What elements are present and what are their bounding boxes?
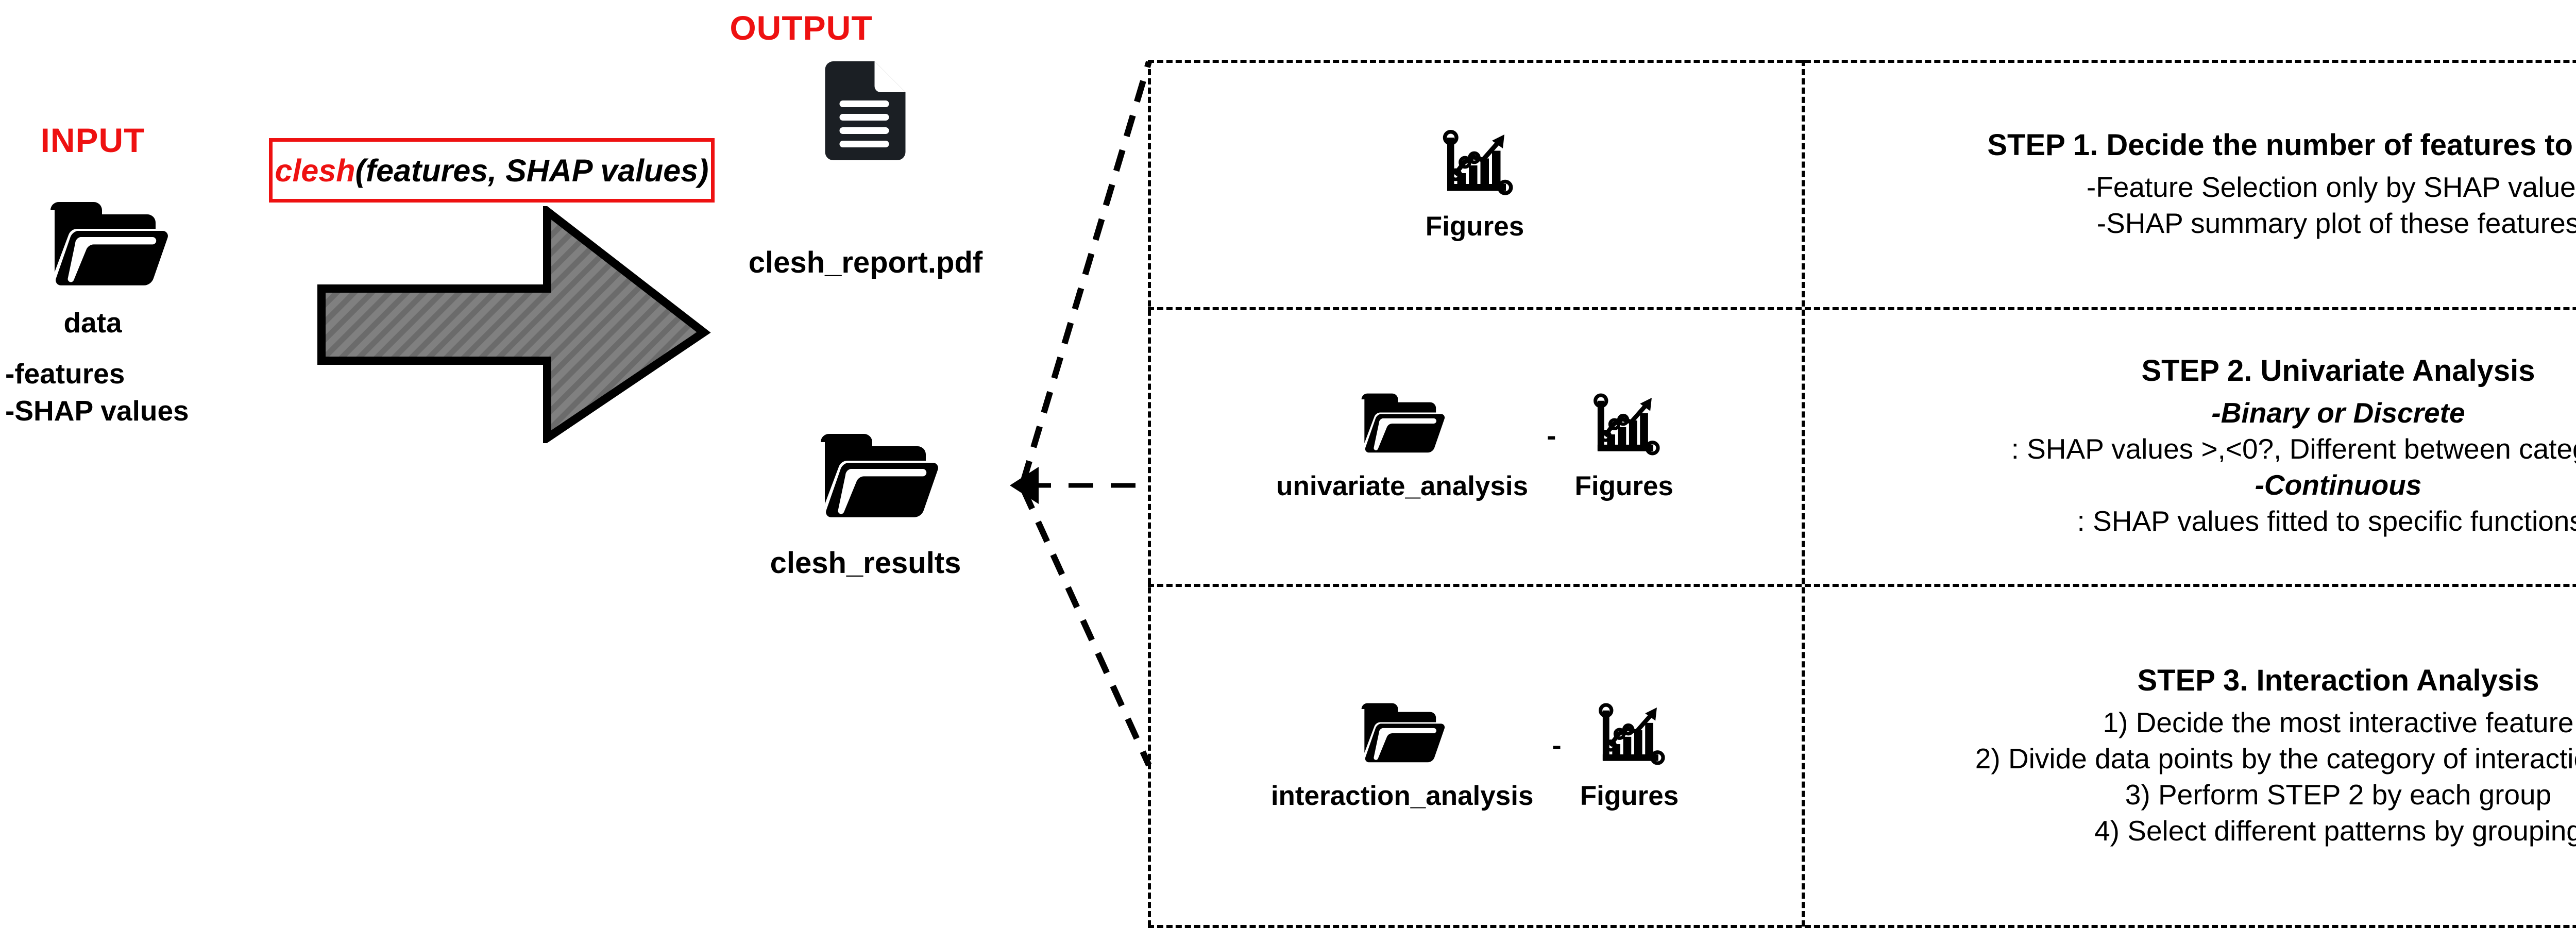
document-icon xyxy=(817,59,912,162)
open-folder-icon xyxy=(46,196,170,299)
column-divider xyxy=(1802,60,1805,927)
steps-table: Figures STEP 1. Decide the number of fea… xyxy=(1148,60,2576,928)
step-1-icon-column: Figures xyxy=(1148,60,1802,307)
report-file-label: clesh_report.pdf xyxy=(748,246,983,279)
results-folder-label: clesh_results xyxy=(770,546,961,580)
table-border-left xyxy=(1148,60,1151,927)
step-2-line-4: : SHAP values fitted to specific functio… xyxy=(2077,505,2576,537)
chart-figures-icon xyxy=(1599,703,1666,765)
open-folder-icon xyxy=(817,428,940,531)
step-1-text-column: STEP 1. Decide the number of features to… xyxy=(1802,60,2576,307)
input-bullet-features: -features xyxy=(5,358,125,390)
step-2-separator: - xyxy=(1547,419,1556,451)
step-3-line-3: 3) Perform STEP 2 by each group xyxy=(2125,779,2552,811)
step-2-folder-item: univariate_analysis xyxy=(1276,389,1528,502)
step-2-title: STEP 2. Univariate Analysis xyxy=(2141,354,2535,388)
right-arrow-hatched-icon xyxy=(314,206,711,443)
step-2-figures-item: Figures xyxy=(1574,389,1673,502)
step-1-line-2: -SHAP summary plot of these features xyxy=(2096,207,2576,239)
step-3-folder-caption: interaction_analysis xyxy=(1270,781,1534,811)
step-2-line-3: -Continuous xyxy=(2255,469,2422,501)
step-1-title: STEP 1. Decide the number of features to… xyxy=(1987,128,2576,162)
input-section-label: INPUT xyxy=(40,121,145,159)
step-3-folder-item: interaction_analysis xyxy=(1270,699,1534,812)
step-2-figures-caption: Figures xyxy=(1574,471,1673,501)
row-divider-2 xyxy=(1148,584,2576,587)
step-3-title: STEP 3. Interaction Analysis xyxy=(2137,664,2539,697)
output-section-label: OUTPUT xyxy=(730,9,873,47)
step-2-icon-pair: univariate_analysis - xyxy=(1276,389,1673,502)
step-3-line-1: 1) Decide the most interactive feature xyxy=(2103,706,2574,738)
function-name: clesh xyxy=(275,153,355,188)
step-3-separator: - xyxy=(1552,729,1562,761)
open-folder-icon xyxy=(1361,703,1445,763)
data-folder-label: data xyxy=(63,307,122,339)
step-2-text-column: STEP 2. Univariate Analysis -Binary or D… xyxy=(1802,307,2576,584)
step-row-2: univariate_analysis - xyxy=(1148,307,2576,584)
step-1-line-1: -Feature Selection only by SHAP values xyxy=(2086,171,2576,203)
step-row-1: Figures STEP 1. Decide the number of fea… xyxy=(1148,60,2576,307)
step-1-figures-caption: Figures xyxy=(1425,211,1524,242)
dashed-connector-group xyxy=(994,46,1164,778)
step-1-figures-item: Figures xyxy=(1426,125,1524,242)
input-bullet-list: -features -SHAP values xyxy=(5,356,189,429)
step-3-text-column: STEP 3. Interaction Analysis 1) Decide t… xyxy=(1802,584,2576,927)
step-2-line-1: -Binary or Discrete xyxy=(2211,397,2465,429)
step-2-folder-caption: univariate_analysis xyxy=(1276,471,1529,501)
step-2-line-2: : SHAP values >,<0?, Different between c… xyxy=(2011,433,2576,465)
step-3-line-2: 2) Divide data points by the category of… xyxy=(1975,743,2576,774)
step-row-3: interaction_analysis - xyxy=(1148,584,2576,927)
step-3-icon-pair: interaction_analysis - xyxy=(1271,699,1679,812)
function-signature-text: clesh(features, SHAP values) xyxy=(275,153,709,189)
function-args: (features, SHAP values) xyxy=(355,153,709,188)
input-bullet-shap: -SHAP values xyxy=(5,394,189,427)
step-3-figures-item: Figures xyxy=(1580,699,1679,812)
chart-figures-icon xyxy=(1594,393,1660,456)
step-1-icon-pair: Figures xyxy=(1426,125,1524,242)
row-divider-1 xyxy=(1148,307,2576,310)
function-signature-box: clesh(features, SHAP values) xyxy=(269,138,715,203)
chart-figures-icon xyxy=(1443,129,1513,195)
step-3-icon-column: interaction_analysis - xyxy=(1148,584,1802,927)
step-2-icon-column: univariate_analysis - xyxy=(1148,307,1802,584)
table-border-top xyxy=(1148,60,2576,63)
step-3-figures-caption: Figures xyxy=(1580,781,1679,811)
step-3-line-4: 4) Select different patterns by grouping xyxy=(2094,815,2576,847)
table-border-bottom xyxy=(1148,925,2576,928)
open-folder-icon xyxy=(1361,393,1445,453)
